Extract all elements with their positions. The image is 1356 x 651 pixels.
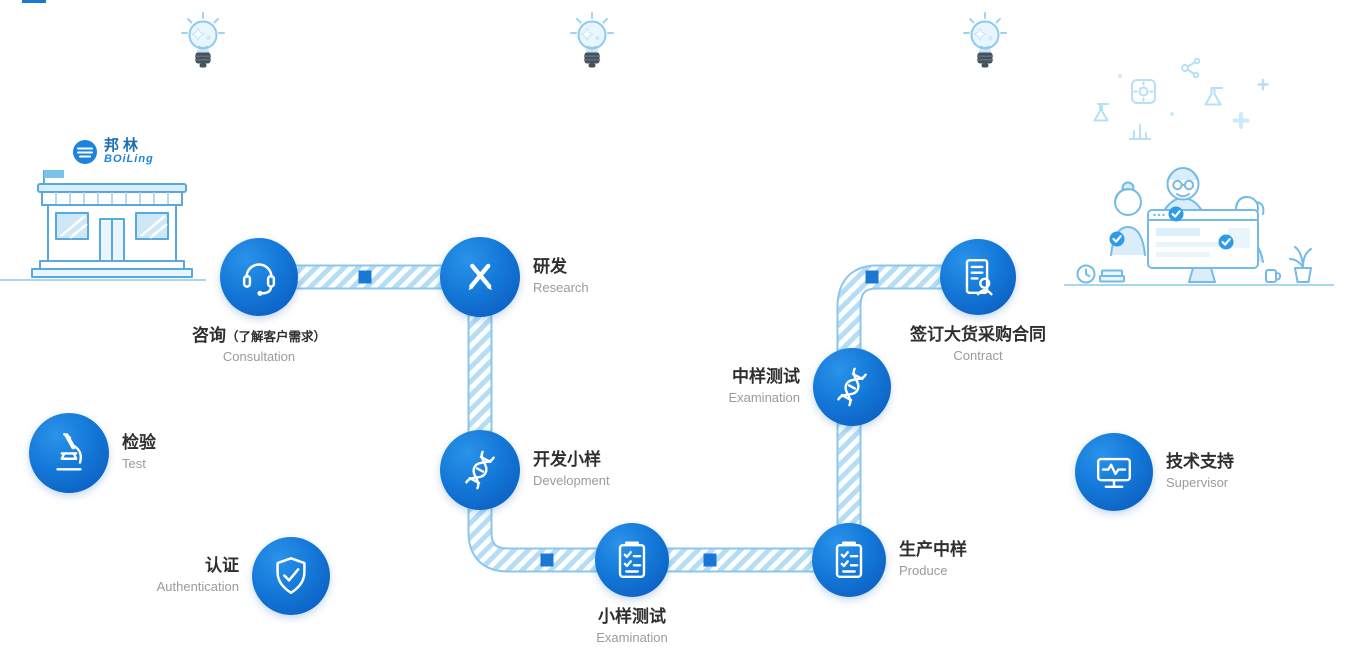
label-consultation: 咨询（了解客户需求） Consultation xyxy=(109,325,409,366)
right-ground-line xyxy=(1064,284,1334,286)
headset-icon xyxy=(236,254,282,300)
monitor-pulse-icon xyxy=(1091,449,1137,495)
label-cn: 小样测试 xyxy=(598,607,666,626)
label-cn: 检验 xyxy=(122,433,156,452)
label-en: Contract xyxy=(953,347,1003,363)
label-en: Supervisor xyxy=(1166,474,1229,490)
label-en: Examination xyxy=(596,629,668,645)
label-authentication: 认证 Authentication xyxy=(0,555,239,596)
label-en: Authentication xyxy=(156,578,239,594)
node-produce xyxy=(812,523,886,597)
node-development xyxy=(440,430,520,510)
label-en: Examination xyxy=(728,389,800,405)
label-support: 技术支持 Supervisor xyxy=(1166,451,1234,492)
node-sample-test xyxy=(595,523,669,597)
microscope-icon xyxy=(46,430,92,476)
label-cn-note: （了解客户需求） xyxy=(225,330,326,344)
node-contract xyxy=(940,239,1016,315)
ribbon-square-marker xyxy=(358,270,372,284)
logo-mark-icon xyxy=(73,139,97,164)
node-support xyxy=(1075,433,1153,511)
ribbon-square-marker xyxy=(703,553,717,567)
team-computer-illustration xyxy=(1076,57,1312,284)
company-logo: 邦林 BOiLing xyxy=(72,138,154,165)
label-cn: 技术支持 xyxy=(1166,452,1234,471)
node-test xyxy=(29,413,109,493)
label-en: Development xyxy=(533,472,610,488)
label-test: 检验 Test xyxy=(122,432,156,473)
label-en: Consultation xyxy=(222,348,296,364)
label-mid-test: 中样测试 Examination xyxy=(540,366,800,407)
shield-check-icon xyxy=(268,553,314,599)
node-consultation xyxy=(220,238,298,316)
label-cn: 开发小样 xyxy=(533,450,601,469)
ribbon-step-markers xyxy=(358,270,879,567)
node-research xyxy=(440,237,520,317)
label-cn: 研发 xyxy=(533,257,567,276)
label-en: Produce xyxy=(899,562,948,578)
storefront-illustration xyxy=(31,170,193,278)
contract-icon xyxy=(955,254,1001,300)
node-authentication xyxy=(252,537,330,615)
dna-icon xyxy=(457,447,503,493)
label-research: 研发 Research xyxy=(533,256,589,297)
monitor xyxy=(1147,209,1259,283)
left-ground-line xyxy=(0,279,206,281)
logo-english-name: BOiLing xyxy=(104,152,154,165)
clipboard-check-icon xyxy=(609,537,655,583)
top-left-accent-bar xyxy=(22,0,46,3)
floating-science-icons xyxy=(1093,57,1269,140)
label-cn: 签订大货采购合同 xyxy=(910,325,1046,344)
label-cn: 认证 xyxy=(205,556,239,575)
logo-chinese-name: 邦林 xyxy=(104,137,143,154)
label-contract: 签订大货采购合同 Contract xyxy=(828,324,1128,365)
lightbulb-icon xyxy=(566,10,618,79)
ribbon-square-marker xyxy=(865,270,879,284)
label-sample-test: 小样测试 Examination xyxy=(482,606,782,647)
lightbulb-icon xyxy=(959,10,1011,79)
label-cn: 生产中样 xyxy=(899,540,967,559)
crossed-pencils-icon xyxy=(457,254,503,300)
lightbulb-icon xyxy=(177,10,229,79)
check-badges xyxy=(1109,206,1234,250)
label-cn: 咨询 xyxy=(191,326,226,345)
desk-items xyxy=(1076,246,1312,284)
label-produce: 生产中样 Produce xyxy=(899,539,967,580)
label-development: 开发小样 Development xyxy=(533,449,610,490)
label-en: Research xyxy=(533,279,589,295)
dna-icon xyxy=(829,364,875,410)
label-en: Test xyxy=(122,455,146,471)
ribbon-square-marker xyxy=(540,553,554,567)
clipboard-check-icon xyxy=(826,537,872,583)
label-cn: 中样测试 xyxy=(732,367,800,386)
